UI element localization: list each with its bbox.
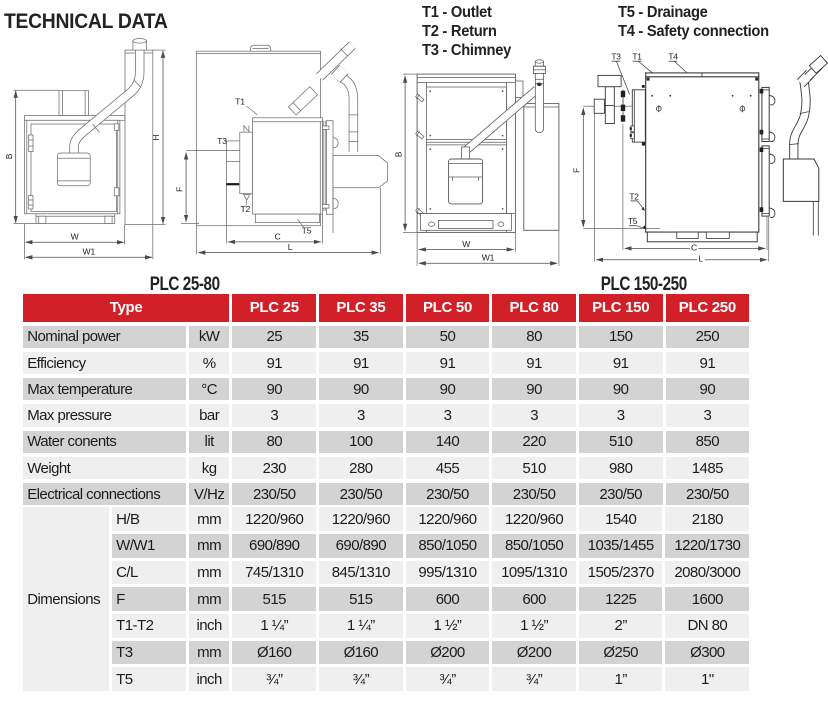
- svg-text:T4: T4: [668, 51, 678, 61]
- svg-text:L: L: [699, 254, 704, 264]
- svg-text:T1: T1: [235, 97, 245, 107]
- svg-text:W1: W1: [482, 253, 495, 263]
- svg-text:T3: T3: [611, 51, 621, 61]
- svg-text:T5: T5: [628, 216, 638, 226]
- svg-text:L: L: [288, 242, 293, 252]
- svg-text:T1: T1: [632, 51, 642, 61]
- svg-text:F: F: [572, 168, 582, 173]
- svg-text:W1: W1: [83, 247, 96, 257]
- svg-text:C: C: [274, 231, 280, 241]
- svg-text:W: W: [462, 239, 471, 249]
- svg-text:C: C: [691, 242, 697, 252]
- svg-text:T5: T5: [302, 226, 312, 236]
- svg-text:B: B: [4, 153, 14, 159]
- svg-text:H: H: [151, 135, 161, 141]
- svg-text:T2: T2: [240, 204, 250, 214]
- svg-text:T2: T2: [629, 191, 639, 201]
- svg-text:T3: T3: [217, 136, 227, 146]
- svg-text:B: B: [394, 151, 404, 157]
- svg-text:F: F: [175, 187, 185, 192]
- svg-text:W: W: [71, 232, 80, 242]
